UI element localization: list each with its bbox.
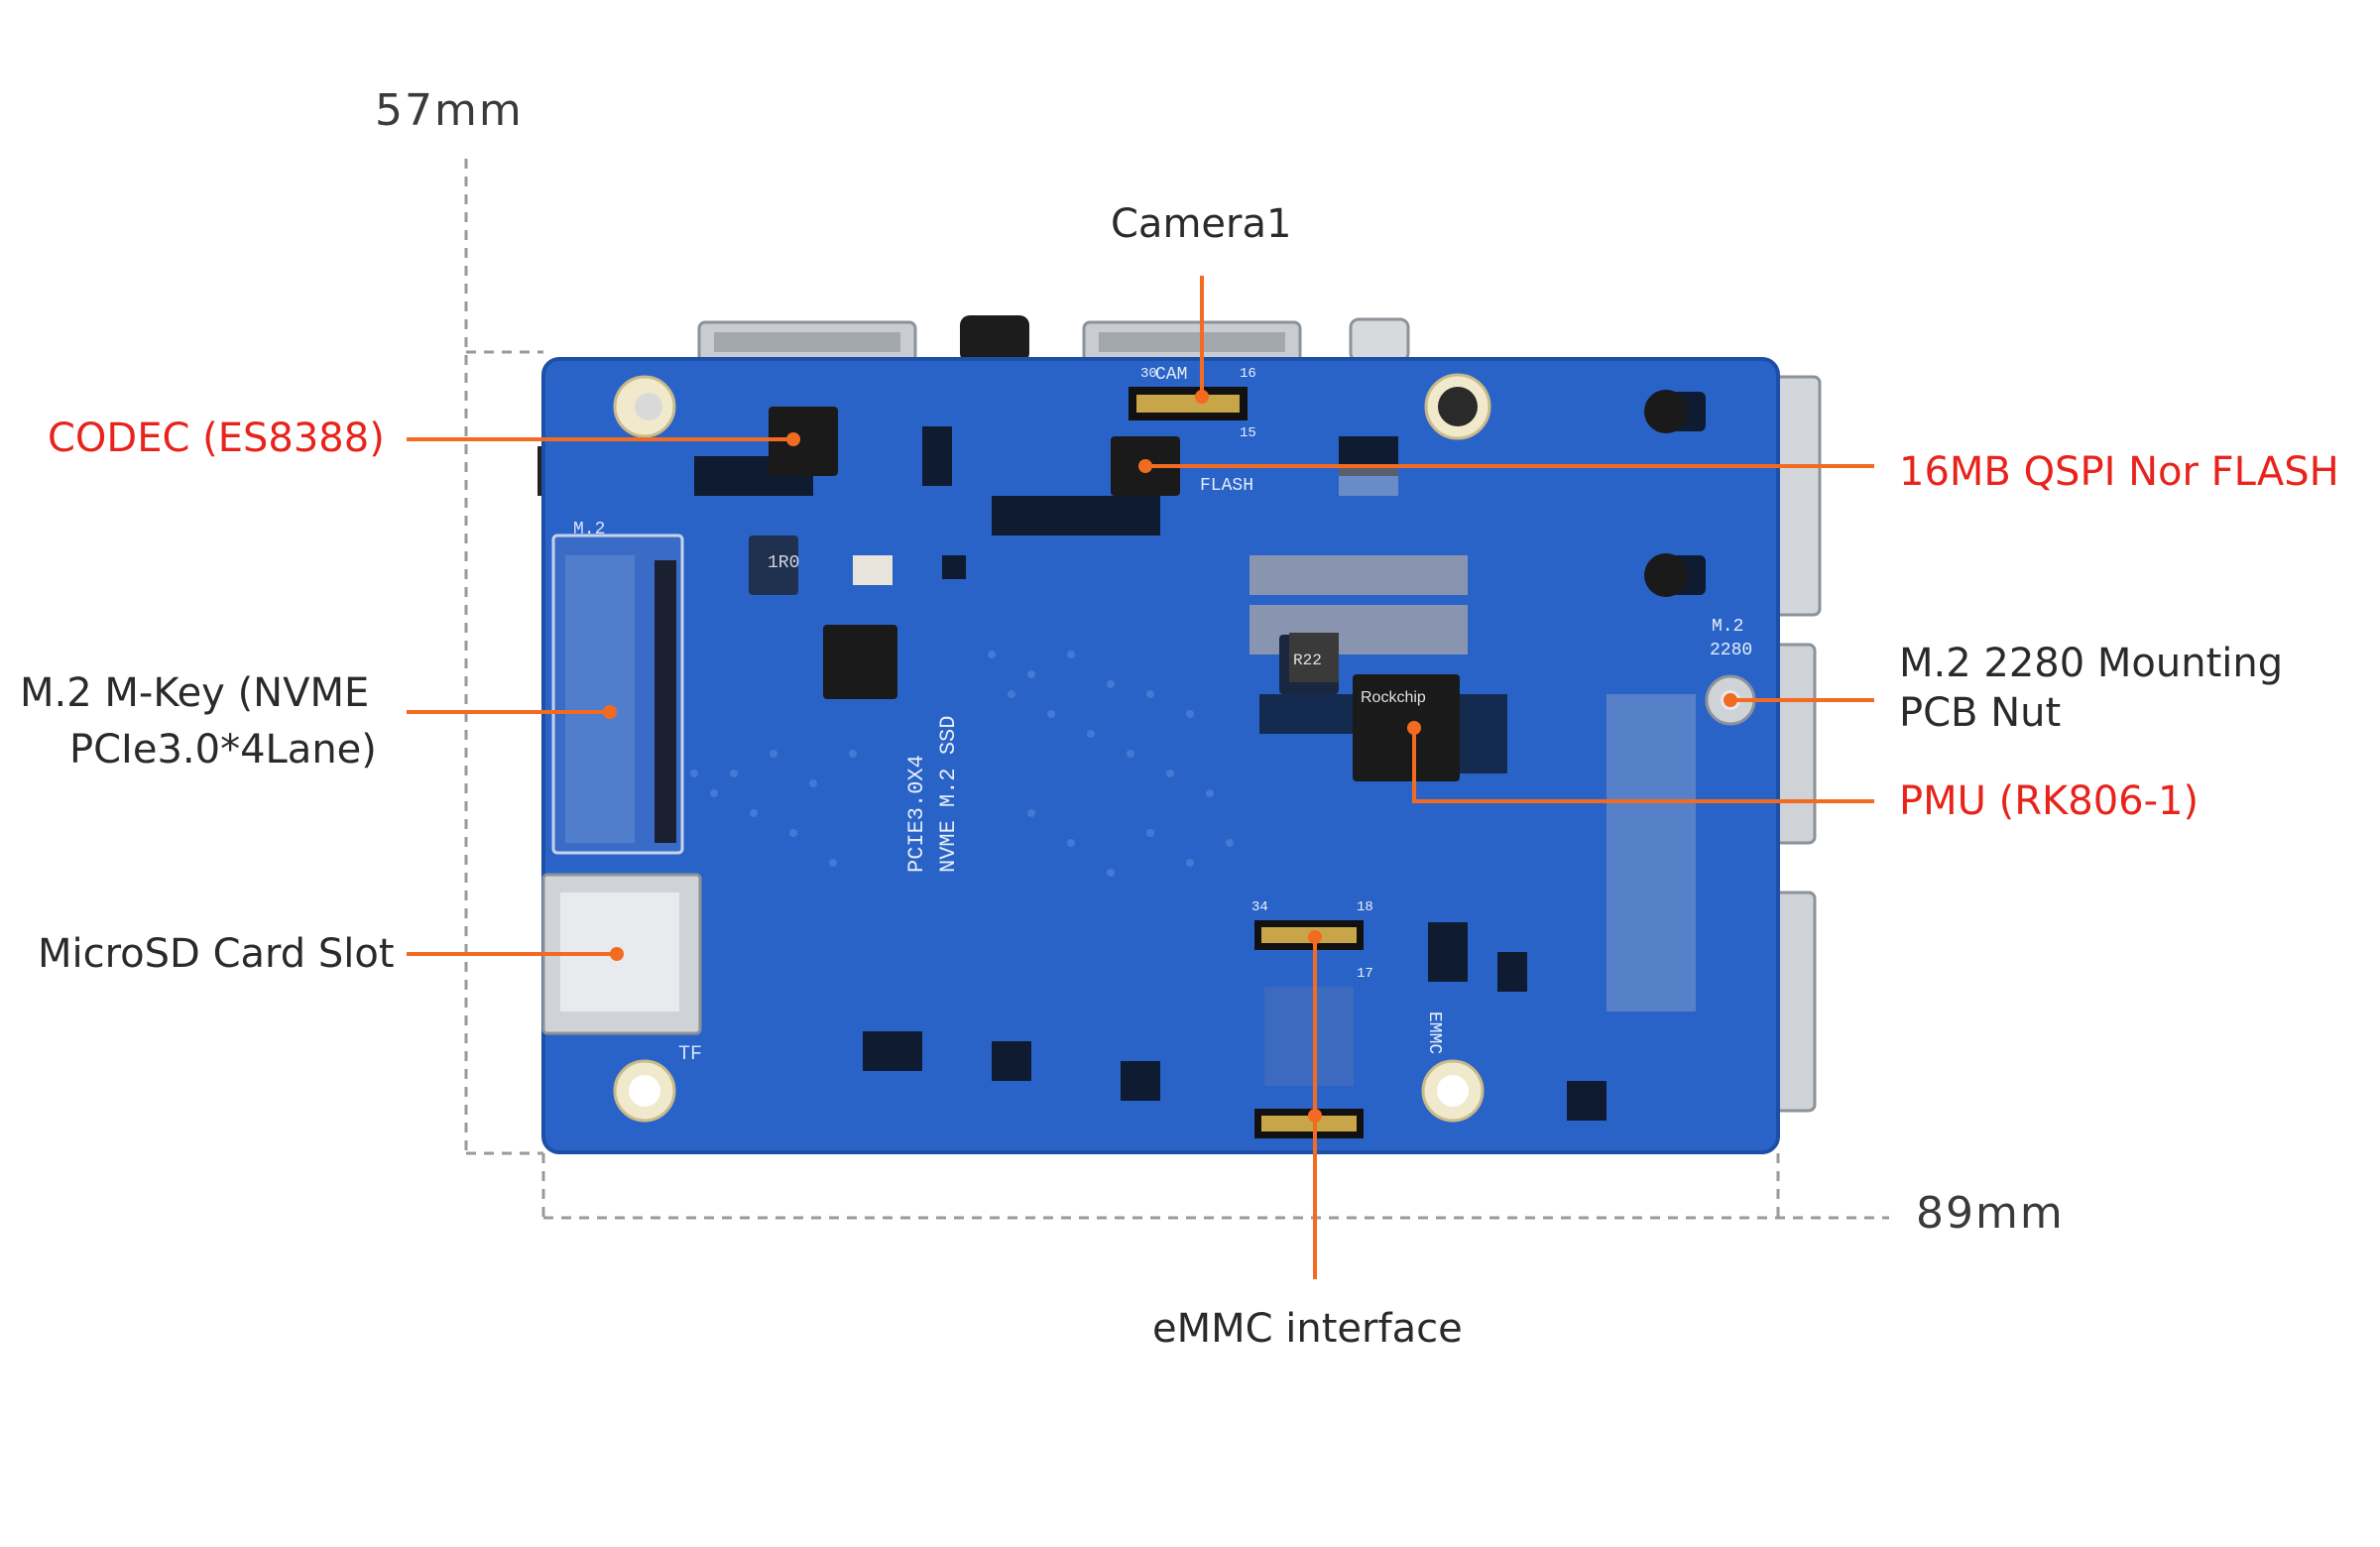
pmu-label: PMU (RK806-1) [1899,778,2200,824]
svg-text:16: 16 [1240,366,1256,382]
pcb-vias [690,651,1234,877]
flash-label: 16MB QSPI Nor FLASH [1899,449,2339,495]
m2-slot: M.2 [551,520,684,855]
audio-jack [960,315,1029,363]
svg-text:15: 15 [1240,425,1256,441]
leader-dots [603,390,1737,1123]
svg-text:2280: 2280 [1710,641,1752,660]
codec-chip-graphic [769,407,838,476]
screw-upper [1644,390,1688,433]
m2-nut-label-line2: PCB Nut [1899,690,2062,736]
svg-text:17: 17 [1357,966,1373,982]
power-jack [1349,317,1410,363]
svg-text:30: 30 [1140,366,1157,382]
microsd-label: MicroSD Card Slot [38,931,395,977]
svg-text:NVME M.2 SSD: NVME M.2 SSD [936,716,961,873]
side-connectors [537,375,1822,1113]
pcie-silkscreen: PCIE3.0X4 NVME M.2 SSD [904,716,961,873]
usb-side-upper [1773,643,1817,845]
svg-text:Rockchip: Rockchip [1361,689,1426,706]
svg-text:M.2: M.2 [1712,617,1743,637]
mounting-holes [613,373,1688,1123]
usb-side-lower [1773,891,1817,1113]
camera-label: Camera1 [1111,201,1292,247]
codec-label: CODEC (ES8388) [48,416,385,461]
leader-pmu [1412,728,1874,803]
svg-text:FLASH: FLASH [1200,476,1253,496]
m2-nut-label-line1: M.2 2280 Mounting [1899,641,2284,686]
top-connectors [697,315,1410,364]
svg-text:PCIE3.0X4: PCIE3.0X4 [904,755,929,873]
svg-text:CAM: CAM [1155,365,1187,385]
screw-lower [1644,553,1688,597]
pmu-chip-graphic: Rockchip R22 [1289,633,1460,781]
pcb [543,359,1778,1152]
svg-text:EMMC: EMMC [1424,1012,1444,1054]
memory-chip-graphic [823,625,897,699]
leader-lines [407,276,1874,1279]
camera-connector-graphic: 30 CAM 16 15 [1129,365,1256,441]
svg-text:TF: TF [678,1043,702,1066]
svg-text:34: 34 [1251,899,1268,915]
r10-silkscreen: 1R0 [768,553,799,573]
dimension-guides [464,159,1889,1220]
width-dimension-label: 89mm [1916,1188,2065,1239]
svg-text:18: 18 [1357,899,1373,915]
emmc-label: eMMC interface [1152,1306,1463,1352]
m2-mkey-label-line2: PCIe3.0*4Lane) [69,727,377,773]
height-dimension-label: 57mm [375,85,524,136]
svg-text:M.2: M.2 [573,520,605,539]
svg-text:R22: R22 [1293,652,1322,669]
m2-mkey-label-line1: M.2 M-Key (NVME [20,670,370,716]
